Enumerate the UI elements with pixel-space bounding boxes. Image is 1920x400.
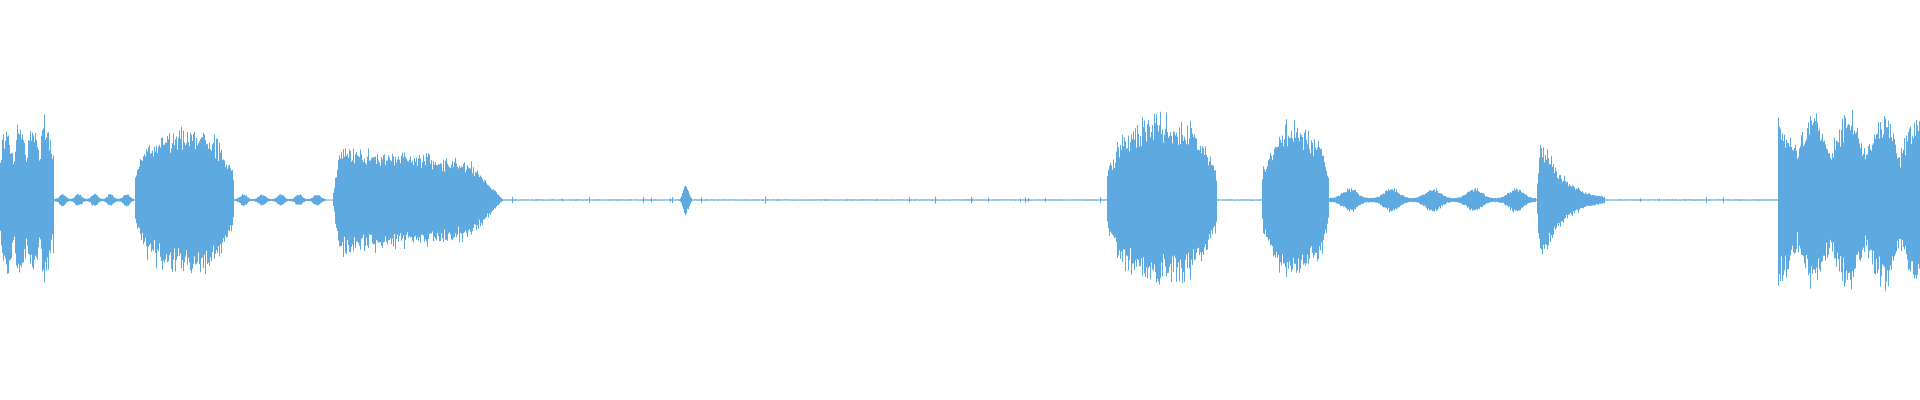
waveform-segment (676, 185, 695, 216)
waveform-segment (695, 196, 1106, 204)
waveform-segment (1106, 111, 1217, 285)
waveform-segment (1605, 197, 1778, 203)
waveform-segment (503, 196, 676, 204)
waveform-segment (1778, 110, 1920, 292)
waveform-segment (0, 114, 54, 283)
waveform-segment (1261, 119, 1329, 277)
waveform-segment (1536, 144, 1605, 255)
waveform-segment (1217, 199, 1261, 201)
waveform-segment (1329, 188, 1536, 213)
waveform-segments (0, 110, 1920, 292)
waveform-segment (332, 148, 503, 257)
waveform-segment (54, 193, 134, 207)
waveform-segment (234, 194, 326, 207)
waveform-segment (134, 126, 234, 275)
